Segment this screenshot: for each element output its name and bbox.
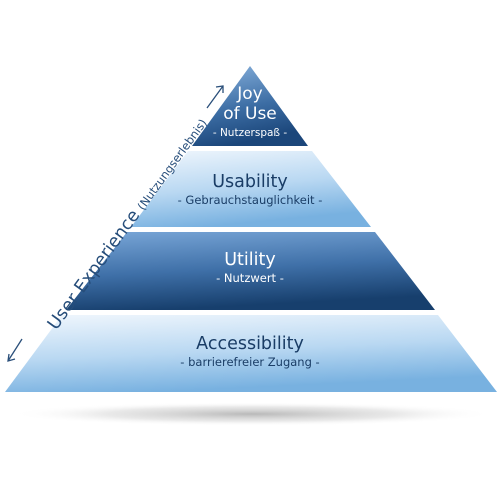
level-joy-of-use-shape: [192, 66, 308, 146]
level-accessibility-shape: [5, 315, 497, 392]
joy-of-use-subtitle: - Nutzerspaß -: [212, 127, 288, 139]
utility-title: Utility: [224, 250, 276, 270]
accessibility-subtitle: - barrierefreier Zugang -: [180, 355, 320, 369]
arrow-up-icon: [206, 85, 224, 109]
accessibility-title: Accessibility: [196, 334, 304, 354]
pyramid-shadow: [10, 402, 494, 426]
level-utility-shape: [66, 232, 435, 310]
side-arrows: [7, 85, 224, 362]
utility-subtitle: - Nutzwert -: [216, 271, 284, 285]
arrow-down-icon: [7, 338, 23, 362]
usability-title: Usability: [212, 172, 288, 192]
usability-subtitle: - Gebrauchstauglichkeit -: [177, 193, 323, 207]
joy-of-use-title-line1: Joy: [237, 84, 263, 104]
level-usability-shape: [131, 151, 371, 227]
joy-of-use-title-line2: of Use: [223, 104, 277, 124]
